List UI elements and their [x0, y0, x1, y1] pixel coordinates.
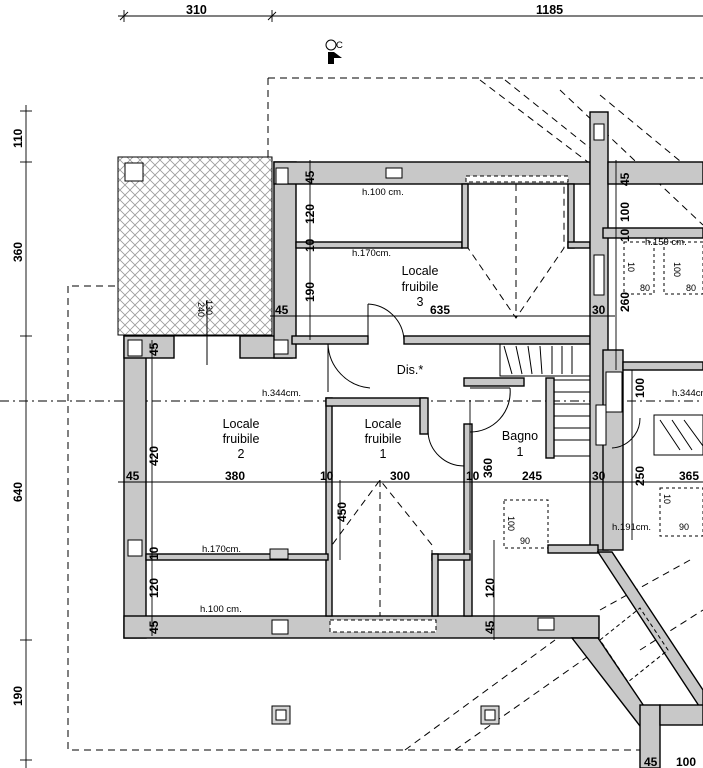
doors: [174, 303, 641, 467]
fixture-80a: 80: [640, 283, 650, 293]
dim-45-l2: 45: [126, 469, 140, 483]
dim-10-r: 10: [618, 228, 632, 242]
top-dim-310: 310: [186, 3, 207, 17]
left-dim-190: 190: [11, 686, 25, 706]
fixtures: [271, 241, 703, 725]
room-1-line1: Locale: [365, 417, 402, 431]
fixture-90: 90: [520, 536, 530, 546]
dim-380: 380: [225, 469, 245, 483]
dim-45-r: 45: [618, 172, 632, 186]
dim-45-l: 45: [147, 342, 161, 356]
room-2-line1: Locale: [223, 417, 260, 431]
attic-dashed-shapes: [331, 184, 565, 616]
room-3-line1: Locale: [402, 264, 439, 278]
height-note-170-bot: h.170cm.: [202, 544, 241, 555]
window-marks: [127, 123, 623, 635]
projection-outline: [67, 77, 703, 751]
top-dim-1185: 1185: [536, 3, 563, 17]
room-2-line3: 2: [238, 447, 245, 461]
fixture-100b: 100: [672, 262, 682, 277]
dim-420: 420: [147, 446, 161, 466]
dim-10-d: 10: [147, 546, 161, 560]
terrace-label-240: 240: [196, 302, 206, 317]
room-bagno-line1: Bagno: [502, 429, 538, 443]
left-dim-360: 360: [11, 242, 25, 262]
dim-245: 245: [522, 469, 542, 483]
height-note-100-top: h.100 cm.: [362, 187, 404, 198]
room-1-line2: fruibile: [365, 432, 402, 446]
fixture-90b: 90: [679, 522, 689, 532]
terrace-label-130: 130: [204, 300, 214, 315]
left-dim-110: 110: [11, 128, 25, 148]
dim-120-top: 120: [303, 204, 317, 224]
dimension-lines: [20, 10, 703, 768]
dim-45-mid: 45: [275, 303, 289, 317]
fixture-80b: 80: [686, 283, 696, 293]
dim-45-br: 45: [644, 755, 658, 768]
dim-190: 190: [303, 282, 317, 302]
height-note-100-bot: h.100 cm.: [200, 604, 242, 615]
room-1-line3: 1: [380, 447, 387, 461]
dim-100-r: 100: [618, 202, 632, 222]
dim-100-br: 100: [676, 755, 696, 768]
left-dim-640: 640: [11, 482, 25, 502]
compass-label: C: [336, 40, 343, 51]
fixture-100c: 100: [506, 516, 516, 531]
room-dis: Dis.*: [397, 363, 424, 377]
dim-450: 450: [335, 502, 349, 522]
compass-north-arrow: C: [325, 39, 343, 64]
dim-120-c: 120: [483, 578, 497, 598]
height-note-344-left: h.344cm.: [262, 388, 301, 399]
terrace: [117, 156, 273, 365]
dim-365: 365: [679, 469, 699, 483]
dim-45-bot: 45: [147, 620, 161, 634]
room-3-line3: 3: [417, 295, 424, 309]
dim-30-b: 30: [592, 469, 606, 483]
dim-260: 260: [618, 292, 632, 312]
dim-300: 300: [390, 469, 410, 483]
room-2-line2: fruibile: [223, 432, 260, 446]
staircase: [499, 343, 703, 457]
dim-635: 635: [430, 303, 450, 317]
dim-120-b: 120: [147, 578, 161, 598]
dim-10-a: 10: [303, 238, 317, 252]
fixture-10a: 10: [626, 262, 636, 272]
height-note-344-right: h.344cm.: [672, 388, 703, 399]
dim-30-a: 30: [592, 303, 606, 317]
dim-10-b: 10: [320, 469, 334, 483]
height-note-170-top: h.170cm.: [352, 248, 391, 259]
dim-100-r2: 100: [633, 378, 647, 398]
room-3-line2: fruibile: [402, 280, 439, 294]
dim-45-bot2: 45: [483, 620, 497, 634]
height-note-159: h.159 cm.: [645, 237, 687, 248]
dim-10-c: 10: [466, 469, 480, 483]
fixture-10b: 10: [662, 494, 672, 504]
dim-360: 360: [481, 458, 495, 478]
height-note-191: h.191cm.: [612, 522, 651, 533]
dim-45-top: 45: [303, 170, 317, 184]
room-bagno-line2: 1: [517, 445, 524, 459]
dim-250: 250: [633, 466, 647, 486]
